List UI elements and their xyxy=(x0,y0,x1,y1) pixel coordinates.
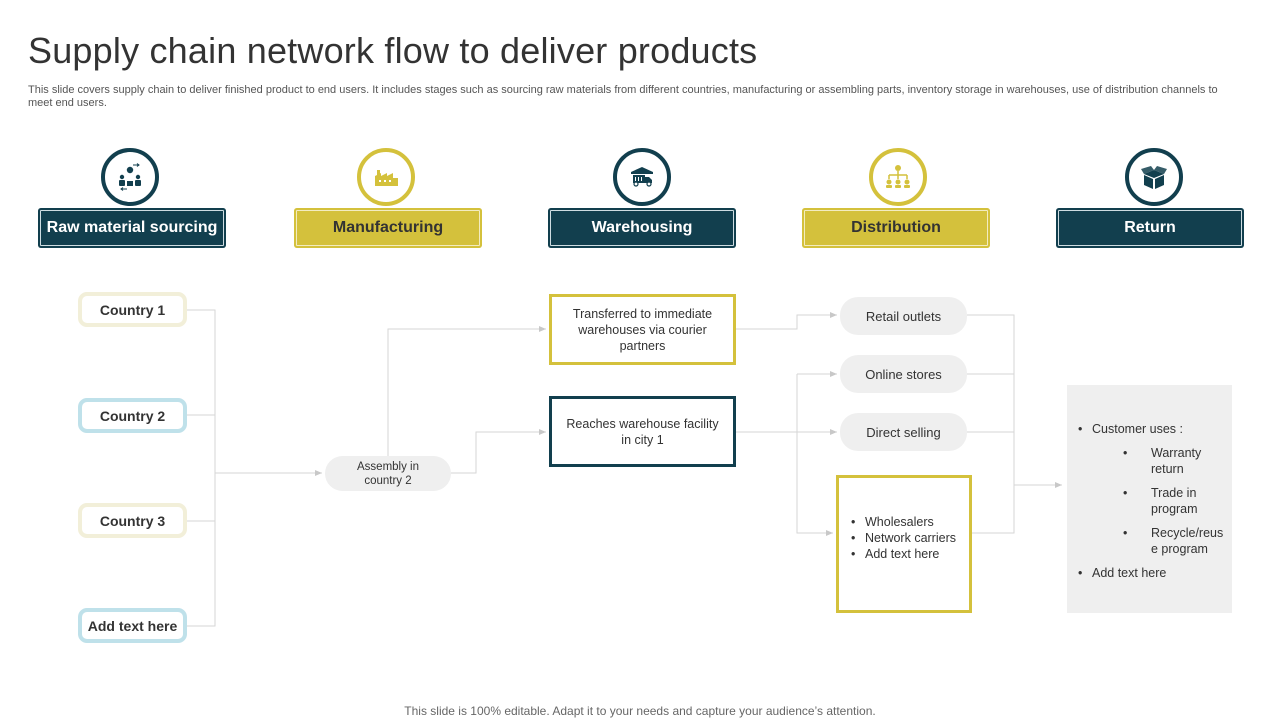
connector-country-1 xyxy=(187,309,216,627)
retail-outlets-node: Retail outlets xyxy=(840,297,967,335)
stage-label-raw-material-sourcing: Raw material sourcing xyxy=(38,208,226,248)
return-uses-list: Warranty return Trade in program Recycle… xyxy=(1075,445,1224,557)
connector-to-facility xyxy=(451,429,546,474)
return-heading: Customer uses : xyxy=(1075,421,1224,437)
list-item: Add text here xyxy=(849,546,961,562)
connector-from-retail xyxy=(967,314,1015,534)
stage-label-return: Return xyxy=(1056,208,1244,248)
country-1: Country 1 xyxy=(78,292,187,327)
country-3: Country 3 xyxy=(78,503,187,538)
warehouse-facility-box: Reaches warehouse facility in city 1 xyxy=(549,396,736,467)
transfer-warehouse-box: Transferred to immediate warehouses via … xyxy=(549,294,736,365)
return-box: Customer uses : Warranty return Trade in… xyxy=(1067,385,1232,613)
factory-icon xyxy=(357,148,415,206)
stage-label-warehousing: Warehousing xyxy=(548,208,736,248)
list-item: Network carriers xyxy=(849,530,961,546)
delivery-truck-icon xyxy=(613,148,671,206)
wholesale-box: Wholesalers Network carriers Add text he… xyxy=(836,475,972,613)
connector-to-transfer xyxy=(387,326,546,456)
return-extra: Add text here xyxy=(1075,565,1224,581)
country-2: Country 2 xyxy=(78,398,187,433)
footer-note: This slide is 100% editable. Adapt it to… xyxy=(404,704,876,718)
list-item: Trade in program xyxy=(1075,485,1224,517)
online-stores-node: Online stores xyxy=(840,355,967,393)
direct-selling-node: Direct selling xyxy=(840,413,967,451)
page-subtitle: This slide covers supply chain to delive… xyxy=(28,84,1218,109)
open-box-icon xyxy=(1125,148,1183,206)
list-item: Warranty return xyxy=(1075,445,1224,477)
list-item: Recycle/reuse program xyxy=(1075,525,1224,557)
hierarchy-icon xyxy=(869,148,927,206)
assembly-node: Assembly in country 2 xyxy=(325,456,451,491)
connector-to-wholesale xyxy=(796,374,833,536)
connector-to-retail xyxy=(736,312,837,330)
page-title: Supply chain network flow to deliver pro… xyxy=(28,30,758,71)
country-placeholder: Add text here xyxy=(78,608,187,643)
stage-label-distribution: Distribution xyxy=(802,208,990,248)
raw-material-sourcing-icon xyxy=(101,148,159,206)
stage-label-manufacturing: Manufacturing xyxy=(294,208,482,248)
list-item: Wholesalers xyxy=(849,514,961,530)
